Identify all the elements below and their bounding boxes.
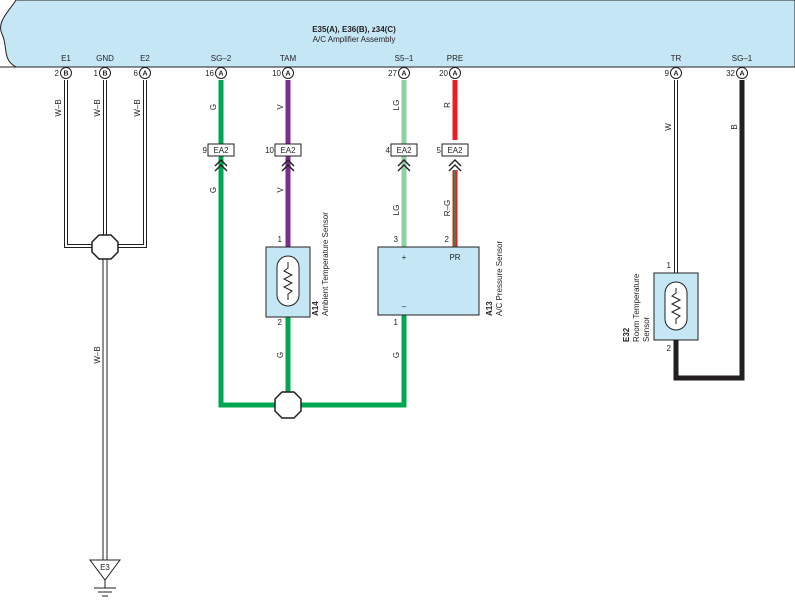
connector-ea2-s51: 4 EA2 [386,143,418,172]
svg-text:32: 32 [726,69,735,78]
svg-text:9: 9 [203,146,208,155]
pin-label-sg1: SG–1 [732,54,753,63]
e32-name-line2: Sensor [642,316,651,342]
connector-ea2-tam: 10 EA2 [265,143,302,172]
svg-text:PR: PR [449,253,460,262]
e32-name-line1: Room Temperature [632,273,641,342]
a14-name: Ambient Temperature Sensor [321,212,330,316]
a14-code: A14 [311,301,320,316]
wire-label-sg2-upper: G [209,104,218,110]
pin-label-sg2: SG–2 [211,54,232,63]
amplifier-title: E35(A), E36(B), z34(C) [312,25,396,34]
pin-terminal-pre: 20 A [439,67,461,79]
svg-text:4: 4 [386,146,391,155]
wire-label-tam-upper: V [276,104,285,110]
wire-sg2 [218,80,276,408]
wire-label-s51-lower: LG [392,205,401,216]
ground-label: E3 [100,563,110,572]
wire-label-e2: W–B [133,99,142,116]
svg-text:20: 20 [439,69,448,78]
wire-label-sg2-lower: G [209,187,218,193]
svg-text:1: 1 [394,318,399,327]
svg-text:–: – [402,302,407,311]
svg-text:EA2: EA2 [447,146,463,155]
pin-terminal-gnd: 1 B [94,67,111,79]
pin-label-s51: S5–1 [395,54,414,63]
svg-text:1: 1 [667,261,672,270]
pin-label-e1: E1 [61,54,71,63]
pin-terminal-sg2: 16 A [205,67,227,79]
pin-label-pre: PRE [447,54,463,63]
svg-text:B: B [63,71,68,78]
wire-label-gnd-lower: W–B [93,346,102,363]
wire-label-a14-ground: G [276,352,285,358]
sensor-a14: 1 2 [265,235,311,327]
pin-label-tam: TAM [280,54,297,63]
svg-text:A: A [452,71,457,78]
pin-terminal-tam: 10 A [272,67,294,79]
pin-label-gnd: GND [96,54,114,63]
svg-text:A: A [401,71,406,78]
svg-text:B: B [102,71,107,78]
wire-label-tam-lower: V [276,187,285,193]
svg-text:A: A [142,71,147,78]
wire-e1 [64,80,99,248]
svg-text:2: 2 [278,318,283,327]
svg-text:27: 27 [388,69,397,78]
wire-label-sg1: B [730,124,739,129]
thermistor-icon [670,288,682,324]
svg-text:1: 1 [94,69,99,78]
a13-code: A13 [485,301,494,316]
svg-text:+: + [402,253,407,262]
wire-label-pre-upper: R [443,102,452,108]
wire-label-gnd: W–B [93,99,102,116]
wire-label-pre-lower: R–G [443,200,452,216]
svg-text:3: 3 [394,235,399,244]
svg-text:16: 16 [205,69,214,78]
sensor-e32: 1 2 [653,261,699,353]
svg-text:A: A [218,71,223,78]
pin-terminal-e1: 2 B [55,67,72,79]
svg-text:A: A [739,71,744,78]
wire-e2 [112,80,147,248]
pin-label-tr: TR [671,54,682,63]
svg-text:2: 2 [445,235,450,244]
svg-text:EA2: EA2 [396,146,412,155]
svg-text:A: A [285,71,290,78]
svg-text:9: 9 [665,69,670,78]
sensor-a13: 3 2 + PR – 1 [377,235,480,327]
pin-terminal-s51: 27 A [388,67,410,79]
ground-triangle [89,559,121,581]
svg-text:2: 2 [667,344,672,353]
wire-label-e1: W–B [54,99,63,116]
splice-g [274,391,302,419]
pin-terminal-tr: 9 A [665,67,682,79]
svg-text:EA2: EA2 [213,146,229,155]
pin-terminal-sg1: 32 A [726,67,748,79]
amplifier-subtitle: A/C Amplifier Assembly [313,35,396,44]
svg-text:2: 2 [55,69,60,78]
svg-text:EA2: EA2 [280,146,296,155]
svg-text:10: 10 [272,69,281,78]
wire-label-a13-ground: G [392,352,401,358]
splice-wb [91,234,119,260]
svg-text:5: 5 [437,146,442,155]
wire-label-tr: W [664,123,673,131]
svg-text:A: A [673,71,678,78]
pin-label-e2: E2 [140,54,150,63]
wire-label-s51-upper: LG [392,100,401,111]
wire-sg1 [673,80,745,381]
svg-text:10: 10 [265,146,274,155]
pin-terminal-e2: 6 A [134,67,151,79]
a13-name: A/C Pressure Sensor [495,241,504,316]
wire-a13-ground [300,315,407,408]
svg-text:1: 1 [278,235,283,244]
connector-ea2-sg2: 9 EA2 [203,143,235,172]
svg-text:6: 6 [134,69,139,78]
thermistor-icon [282,262,294,300]
connector-ea2-pre: 5 EA2 [437,143,469,172]
e32-code: E32 [622,327,631,342]
